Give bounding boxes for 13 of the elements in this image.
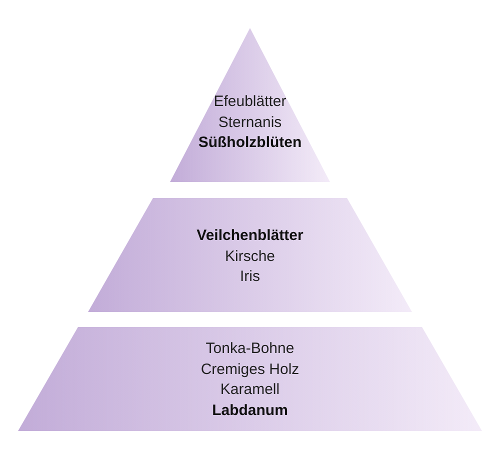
pyramid-tier bbox=[88, 198, 412, 312]
pyramid-tier bbox=[170, 28, 330, 182]
note-text: Efeublätter bbox=[214, 92, 286, 112]
note-text: Iris bbox=[240, 267, 260, 287]
note-text: Tonka-Bohne bbox=[206, 339, 294, 359]
note-text: Kirsche bbox=[224, 246, 276, 266]
note-text: Süßholzblüten bbox=[198, 133, 302, 153]
pyramid-tier bbox=[18, 327, 482, 431]
note-text: Veilchenblätter bbox=[196, 226, 304, 246]
note-text: Labdanum bbox=[212, 400, 288, 420]
note-text: Cremiges Holz bbox=[200, 360, 300, 380]
note-text: Sternanis bbox=[218, 112, 282, 132]
note-text: Karamell bbox=[220, 380, 280, 400]
